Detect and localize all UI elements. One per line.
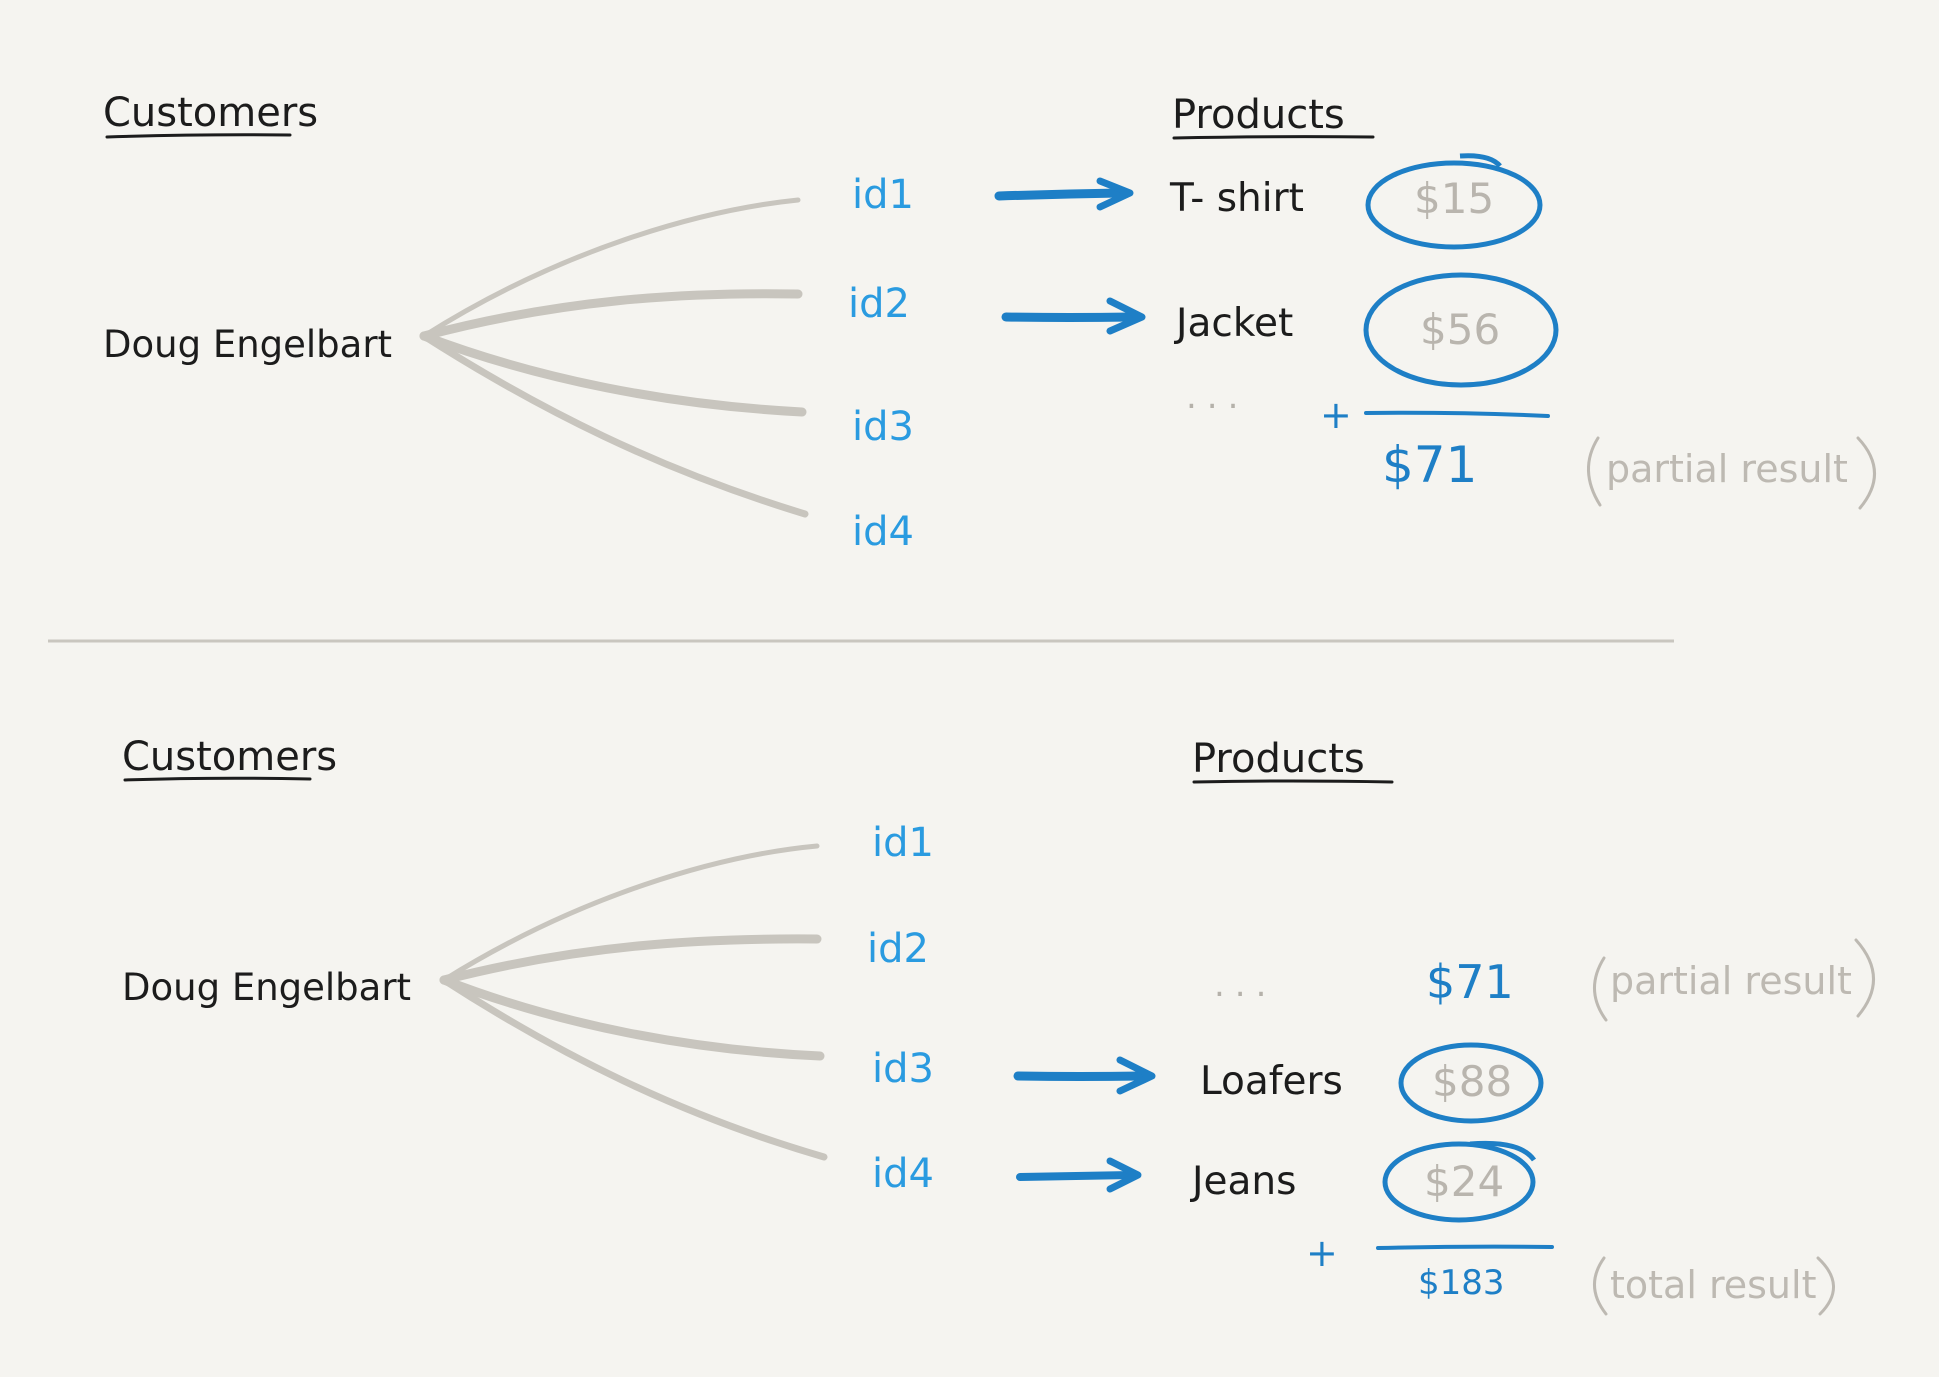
bottom-price-circle-2-tail — [1469, 1140, 1537, 1162]
bottom-panel: Customers Products Doug Engelbart id1 id… — [122, 734, 1875, 1316]
bottom-branch-id3 — [439, 975, 825, 1061]
bottom-branch-id1 — [441, 843, 820, 983]
bottom-plus: + — [1306, 1231, 1338, 1275]
top-id-4: id4 — [852, 509, 914, 555]
bottom-carry-paren-left — [1593, 956, 1608, 1022]
top-sum-line — [1364, 410, 1550, 418]
bottom-product-jeans: Jeans — [1189, 1159, 1296, 1204]
bottom-id-2: id2 — [867, 926, 929, 972]
bottom-arrow-id4 — [1016, 1157, 1142, 1193]
top-panel: Customers Products Doug Engelbart id1 id… — [103, 90, 1876, 555]
top-arrow-id2 — [1001, 297, 1146, 335]
bottom-sum-note: total result — [1610, 1263, 1816, 1307]
bottom-ellipsis: ... — [1214, 965, 1276, 1005]
top-product-jacket: Jacket — [1173, 301, 1293, 346]
bottom-carry-paren-right — [1854, 938, 1875, 1018]
bottom-sum-paren-right — [1816, 1256, 1835, 1316]
top-ellipsis: ... — [1186, 377, 1248, 417]
top-customers-header: Customers — [103, 90, 318, 136]
top-plus: + — [1320, 393, 1352, 437]
bottom-products-header: Products — [1192, 736, 1365, 782]
top-branch-id1 — [421, 197, 801, 339]
bottom-price-circle-2 — [1382, 1141, 1536, 1223]
top-price-2: $56 — [1420, 305, 1500, 354]
top-note-paren-left — [1587, 436, 1602, 507]
bottom-sum-line — [1376, 1244, 1554, 1250]
bottom-products-underline — [1192, 779, 1394, 784]
top-note-paren-right — [1856, 436, 1876, 510]
bottom-customers-underline — [123, 776, 312, 782]
top-arrow-id1 — [994, 177, 1134, 211]
bottom-price-circle-1 — [1398, 1042, 1544, 1124]
bottom-sum-paren-left — [1593, 1256, 1608, 1316]
bottom-price-1: $88 — [1432, 1057, 1512, 1106]
top-sum: $71 — [1382, 436, 1477, 494]
top-customer-name: Doug Engelbart — [103, 323, 392, 366]
top-price-circle-1 — [1365, 160, 1543, 250]
top-product-tshirt: T- shirt — [1169, 176, 1304, 221]
top-branch-id4 — [420, 332, 809, 518]
bottom-product-loafers: Loafers — [1200, 1059, 1343, 1104]
bottom-id-3: id3 — [872, 1046, 934, 1092]
top-id-2: id2 — [848, 281, 910, 327]
bottom-price-2: $24 — [1424, 1157, 1504, 1206]
top-price-circle-1-tail — [1459, 153, 1502, 168]
top-branch-id3 — [419, 331, 807, 417]
top-customers-underline — [105, 133, 292, 139]
top-products-underline — [1172, 135, 1375, 140]
top-sum-note: partial result — [1606, 447, 1848, 491]
bottom-sum: $183 — [1418, 1263, 1505, 1303]
top-price-circle-2 — [1363, 272, 1559, 388]
top-products-header: Products — [1172, 92, 1345, 138]
bottom-arrow-id3 — [1013, 1056, 1156, 1095]
bottom-customer-name: Doug Engelbart — [122, 966, 411, 1009]
top-price-1: $15 — [1414, 174, 1494, 223]
bottom-id-4: id4 — [872, 1151, 934, 1197]
bottom-customers-header: Customers — [122, 734, 337, 780]
top-branch-id2 — [419, 289, 803, 341]
top-id-1: id1 — [852, 172, 914, 218]
bottom-id-1: id1 — [872, 820, 934, 866]
top-id-3: id3 — [852, 404, 914, 450]
bottom-carry-sum: $71 — [1426, 955, 1514, 1009]
bottom-carry-note: partial result — [1610, 959, 1852, 1003]
bottom-branch-id2 — [439, 934, 822, 985]
bottom-branch-id4 — [440, 976, 828, 1161]
